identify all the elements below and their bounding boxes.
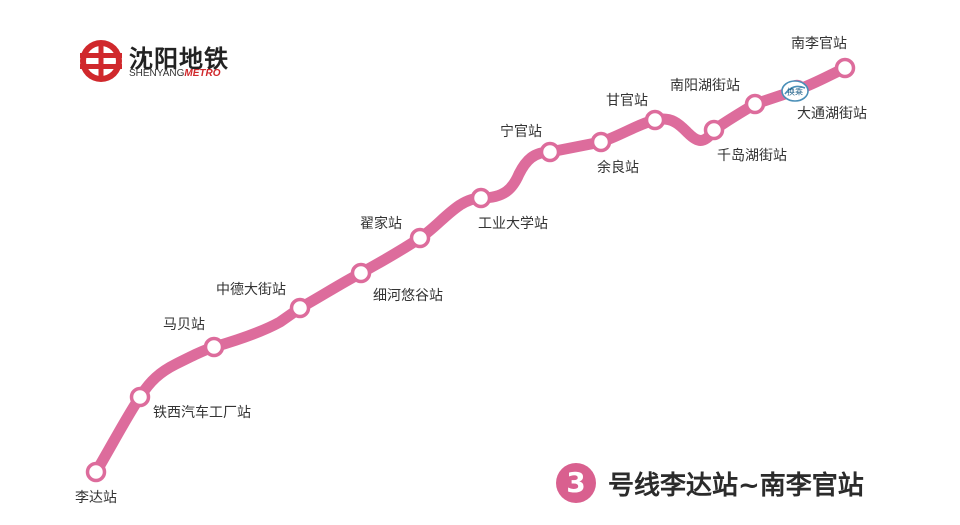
station-marker[interactable] — [409, 227, 431, 249]
station-label: 马贝站 — [163, 317, 205, 333]
shenyang-metro-emblem-icon — [80, 40, 122, 82]
station-marker[interactable] — [744, 93, 766, 115]
station-marker[interactable] — [834, 57, 856, 79]
brand-subtitle-suffix: METRO — [184, 68, 221, 79]
station-label: 千岛湖街站 — [717, 148, 787, 164]
station-label: 翟家站 — [360, 215, 402, 232]
station-label: 工业大学站 — [478, 216, 548, 232]
station-label: 中德大街站 — [216, 282, 286, 298]
station-label: 细河悠谷站 — [373, 288, 443, 304]
line-number-badge: 3 — [556, 463, 596, 503]
station-label: 铁西汽车工厂站 — [153, 404, 251, 421]
station-label: 南李官站 — [791, 36, 847, 52]
station-label: 宁官站 — [500, 123, 542, 140]
station-marker[interactable] — [203, 336, 225, 358]
transfer-marker: 换乘 — [781, 80, 809, 102]
station-label: 李达站 — [75, 490, 117, 506]
brand-name: 沈阳地铁 — [129, 45, 229, 73]
station-marker[interactable] — [350, 262, 372, 284]
metro-logo: 沈阳地铁 SHENYANGMETRO — [78, 38, 258, 88]
transfer-icon — [781, 80, 809, 102]
station-label: 甘官站 — [606, 93, 648, 109]
brand-subtitle-prefix: SHENYANG — [129, 68, 185, 79]
route-title: 号线李达站~南李官站 — [608, 471, 864, 501]
station-marker[interactable] — [539, 141, 561, 163]
station-label: 南阳湖街站 — [670, 78, 740, 94]
station-label: 余良站 — [597, 159, 639, 176]
station-marker[interactable] — [644, 109, 666, 131]
brand-subtitle: SHENYANGMETRO — [129, 68, 221, 79]
station-marker[interactable] — [703, 119, 725, 141]
station-marker[interactable] — [289, 297, 311, 319]
station-marker[interactable] — [129, 386, 151, 408]
transfer-label: 换乘 — [787, 87, 803, 97]
station-marker[interactable] — [470, 187, 492, 209]
station-marker[interactable] — [85, 461, 107, 483]
transfer-arrow-icon — [784, 85, 806, 95]
station-label: 大通湖街站 — [797, 106, 867, 122]
station-marker[interactable] — [590, 131, 612, 153]
